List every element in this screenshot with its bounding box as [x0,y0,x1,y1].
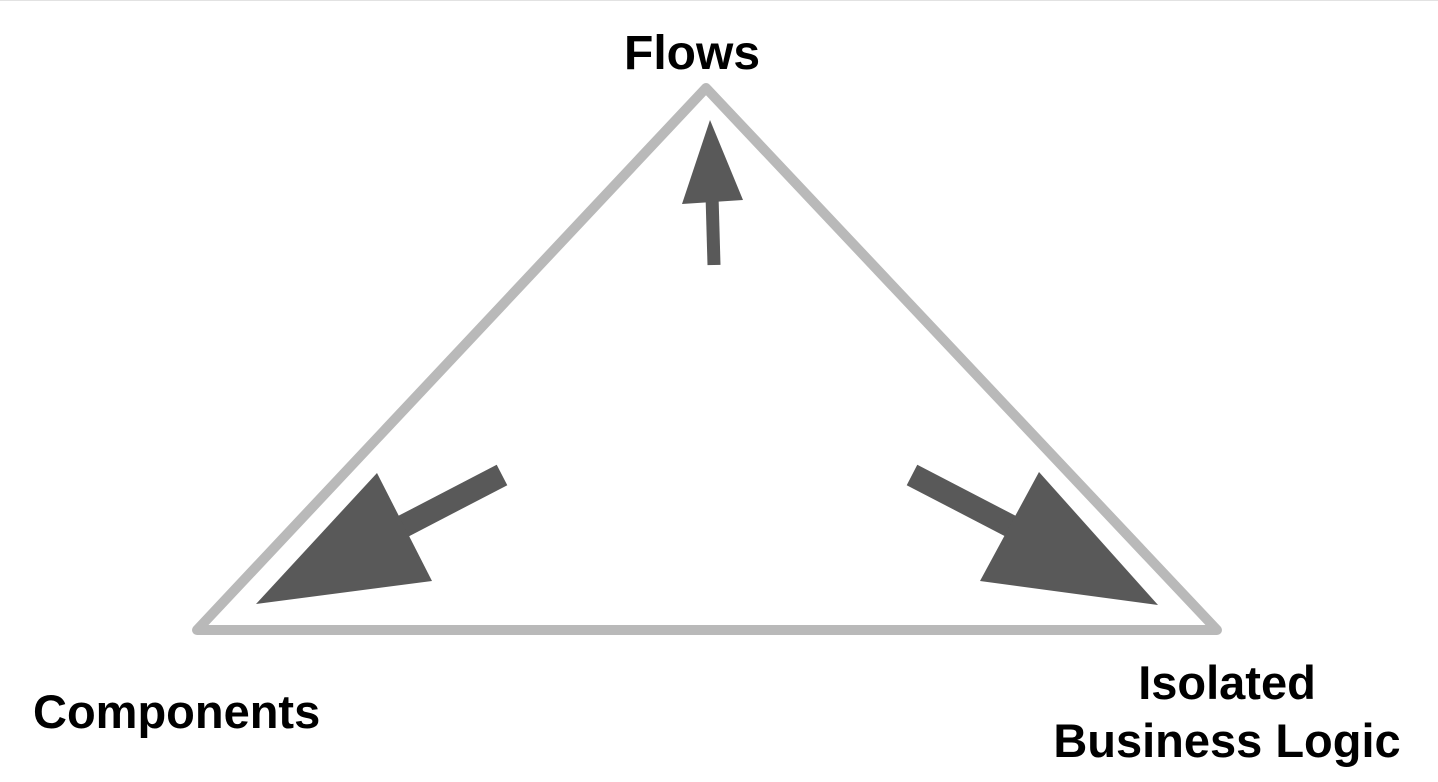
top-divider [0,0,1438,1]
arrow-to-flows [682,120,743,266]
vertex-label-flows: Flows [624,27,761,80]
vertex-label-components: Components [33,685,321,738]
vertex-label-business-logic-line-1: Isolated [1138,656,1316,709]
vertex-label-business-logic: Isolated Business Logic [1034,654,1420,770]
triangle-outline [192,83,1222,635]
arrow-to-components [256,464,508,604]
arrow-to-business-logic [906,464,1158,605]
vertex-label-business-logic-line-2: Business Logic [1053,714,1401,767]
